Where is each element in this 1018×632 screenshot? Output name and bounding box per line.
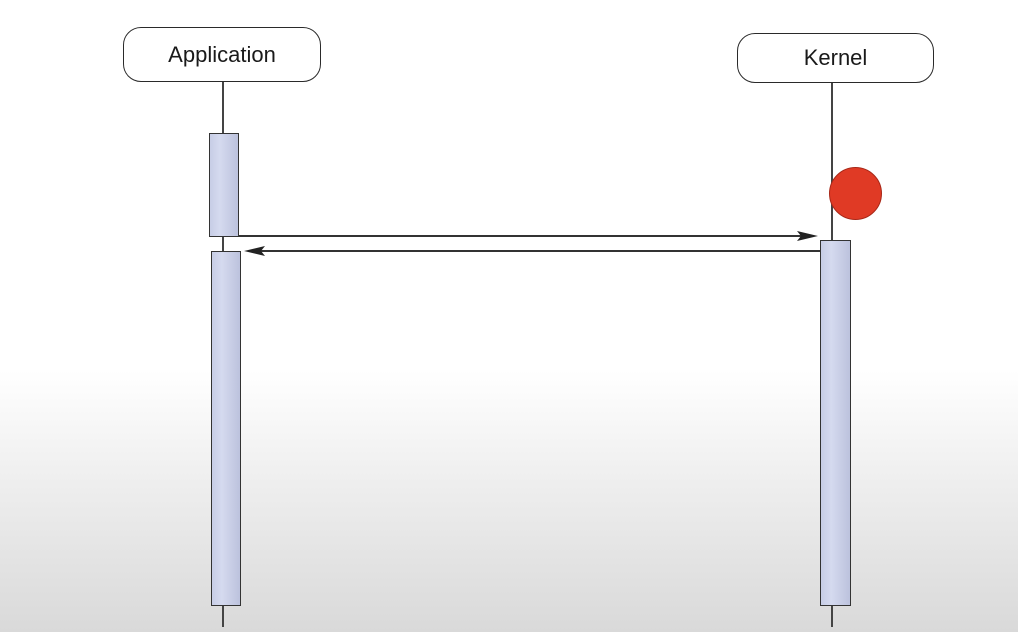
activation-bar-application-2 — [211, 251, 241, 606]
participant-kernel: Kernel — [737, 33, 934, 83]
participant-application-label: Application — [168, 41, 276, 67]
message-return-arrow — [244, 246, 820, 256]
participant-kernel-label: Kernel — [803, 45, 868, 70]
activation-bar-kernel — [820, 240, 851, 606]
participant-application: Application — [123, 27, 321, 82]
kernel-event-marker — [829, 167, 882, 220]
activation-bar-application-1 — [209, 133, 239, 237]
message-call-arrow — [239, 231, 818, 241]
